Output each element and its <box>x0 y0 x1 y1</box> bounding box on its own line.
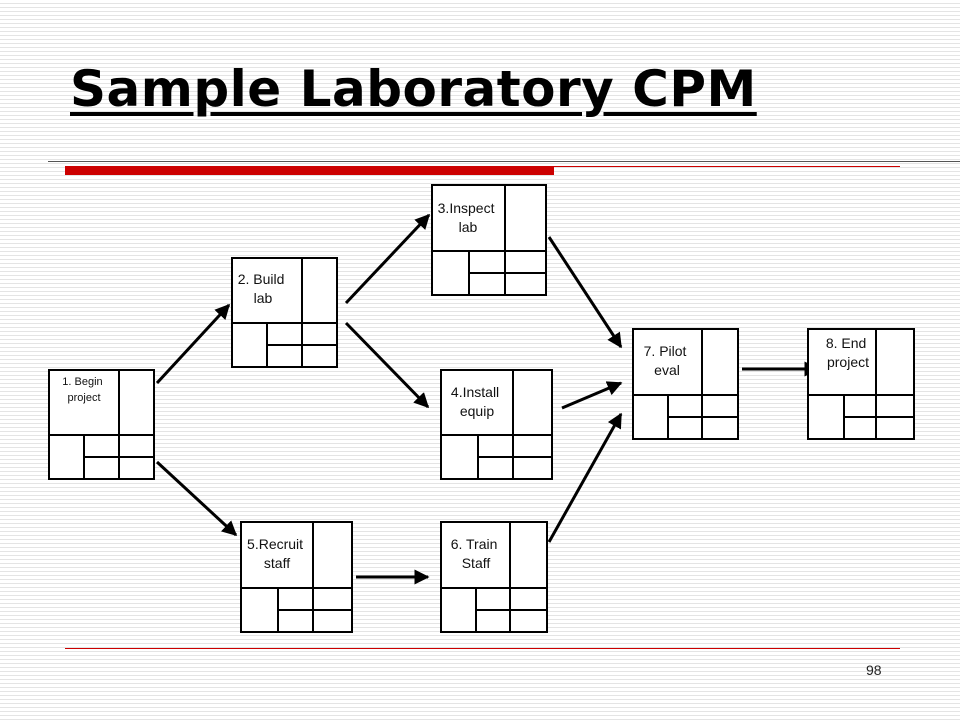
edge-train-to-pilot <box>547 412 623 543</box>
red-accent-bar <box>65 166 554 175</box>
edge-begin-to-build <box>155 303 231 385</box>
node-end-project: 8. End project <box>807 328 915 440</box>
node-train-staff: 6. Train Staff <box>440 521 548 633</box>
slide-title: Sample Laboratory CPM <box>70 60 757 118</box>
node-label: 7. Pilot eval <box>644 343 691 378</box>
node-label: 8. End project <box>826 335 870 370</box>
red-accent-rule <box>554 166 900 167</box>
node-label: 2. Build lab <box>238 271 289 306</box>
bottom-divider <box>65 648 900 649</box>
edges <box>155 213 820 585</box>
node-install-equip: 4.Install equip <box>440 369 553 480</box>
edge-install-to-pilot <box>561 381 623 410</box>
node-label: 3.Inspect lab <box>438 200 499 235</box>
node-label: 1. Begin project <box>62 376 105 404</box>
top-divider <box>48 161 960 162</box>
node-label: 6. Train Staff <box>451 536 502 571</box>
edge-inspect-to-pilot <box>547 236 623 349</box>
node-pilot-eval: 7. Pilot eval <box>632 328 739 440</box>
node-inspect-lab: 3.Inspect lab <box>431 184 547 296</box>
node-build-lab: 2. Build lab <box>231 257 338 368</box>
node-label: 5.Recruit staff <box>247 536 307 571</box>
edge-begin-to-recruit <box>155 460 238 537</box>
node-recruit-staff: 5.Recruit staff <box>240 521 353 633</box>
edge-build-to-install <box>344 321 430 409</box>
node-begin-project: 1. Begin project <box>48 369 155 480</box>
edge-build-to-inspect <box>344 213 431 305</box>
node-label: 4.Install equip <box>451 384 503 419</box>
page-number: 98 <box>866 662 882 678</box>
